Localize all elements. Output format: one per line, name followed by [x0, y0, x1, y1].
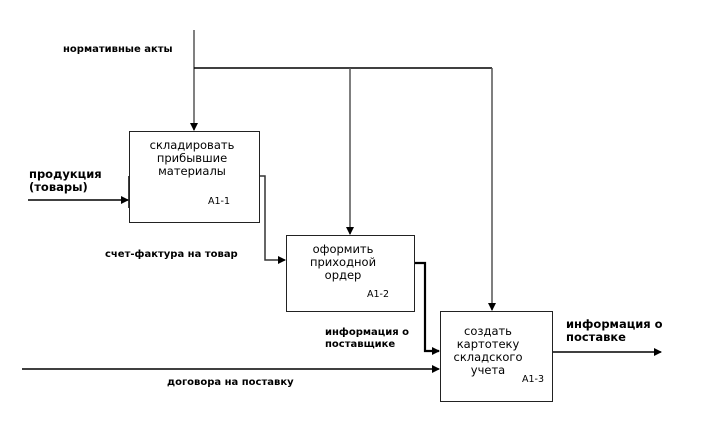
activity-code: A1-3: [522, 374, 545, 385]
label-contracts: договора на поставку: [167, 377, 294, 388]
activity-code: A1-1: [208, 196, 231, 207]
activity-title: создать картотеку складского учета: [453, 324, 523, 377]
arrow-a12-to-a13: [414, 261, 440, 355]
activity-code: A1-2: [367, 289, 390, 300]
label-control: нормативные акты: [63, 44, 173, 55]
activity-box-a1-1[interactable]: складировать прибывшие материалы A1-1: [129, 131, 260, 223]
label-output-delivery-info: информация о поставке: [566, 317, 663, 344]
label-input-products: продукция (товары): [29, 167, 102, 194]
label-supplier-info: информация о поставщике: [325, 327, 409, 350]
activity-title: оформить приходной ордер: [309, 242, 377, 282]
label-invoice: счет-фактура на товар: [105, 249, 238, 260]
activity-box-a1-2[interactable]: оформить приходной ордер A1-2: [286, 235, 415, 312]
arrow-a11-to-a12: [259, 175, 286, 264]
activity-title: складировать прибывшие материалы: [149, 138, 235, 178]
activity-box-a1-3[interactable]: создать картотеку складского учета A1-3: [440, 311, 553, 402]
